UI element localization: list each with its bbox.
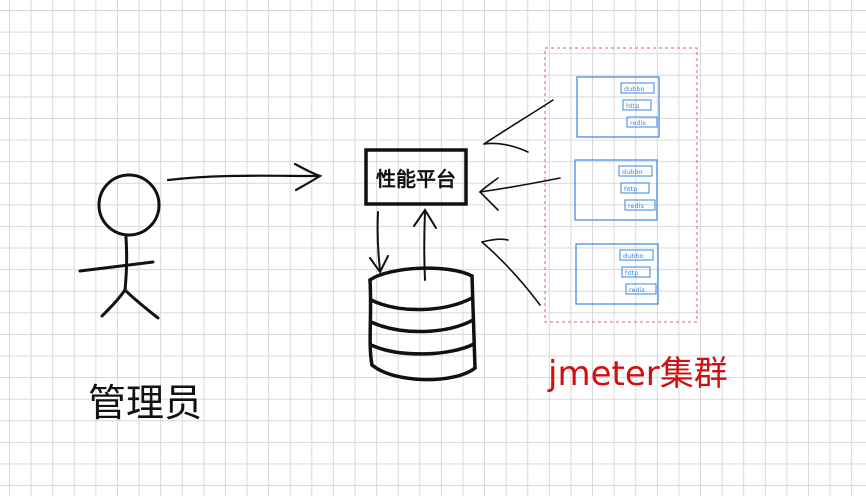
- protocol-label: http: [625, 269, 638, 277]
- jmeter-machine: dubbo http redis: [575, 243, 659, 305]
- machine-list: dubbo http redis dubbo http redis dubbo http red…: [574, 76, 660, 305]
- protocol-label: dubbo: [624, 85, 644, 93]
- protocol-tag: [619, 249, 654, 261]
- cluster-label: jmeter集群: [547, 354, 728, 394]
- admin-head: [97, 173, 161, 237]
- admin-body: [123, 235, 129, 292]
- protocol-label: redis: [630, 119, 646, 127]
- arrow-db-to-platform: [413, 208, 437, 281]
- machine-panel: [576, 76, 660, 138]
- protocol-tag: [622, 99, 652, 111]
- admin-left-leg: [100, 288, 127, 318]
- admin-right-leg: [123, 288, 160, 320]
- protocol-label: redis: [629, 286, 645, 294]
- arrow-cluster-bottom-to-platform: [481, 238, 541, 306]
- protocol-label: http: [624, 185, 637, 193]
- admin-arms: [78, 260, 155, 273]
- protocol-label: dubbo: [622, 168, 642, 176]
- admin-label: 管理员: [88, 381, 202, 425]
- machine-panel: [575, 243, 659, 305]
- arrow-admin-to-platform: [166, 162, 323, 192]
- protocol-tag: [618, 165, 653, 177]
- platform-box: 性能平台: [364, 148, 468, 206]
- cluster-boundary: [544, 47, 698, 323]
- protocol-tag: [621, 266, 651, 278]
- protocol-tag: [625, 283, 657, 295]
- admin-stick-figure: [78, 173, 161, 320]
- jmeter-machine: dubbo http redis: [574, 159, 658, 221]
- protocol-tag: [624, 199, 656, 211]
- arrow-cluster-middle-to-platform: [478, 177, 561, 211]
- protocol-label: redis: [628, 202, 644, 210]
- protocol-tag: [620, 182, 650, 194]
- protocol-tag: [620, 82, 655, 94]
- arrow-cluster-top-to-platform: [483, 99, 554, 153]
- protocol-label: dubbo: [623, 252, 643, 260]
- platform-label: 性能平台: [376, 167, 456, 191]
- jmeter-machine: dubbo http redis: [576, 76, 660, 138]
- protocol-tag: [626, 116, 658, 128]
- database-icon: [368, 266, 477, 382]
- machine-panel: [574, 159, 658, 221]
- protocol-label: http: [626, 102, 639, 110]
- arrow-platform-to-db: [369, 211, 389, 274]
